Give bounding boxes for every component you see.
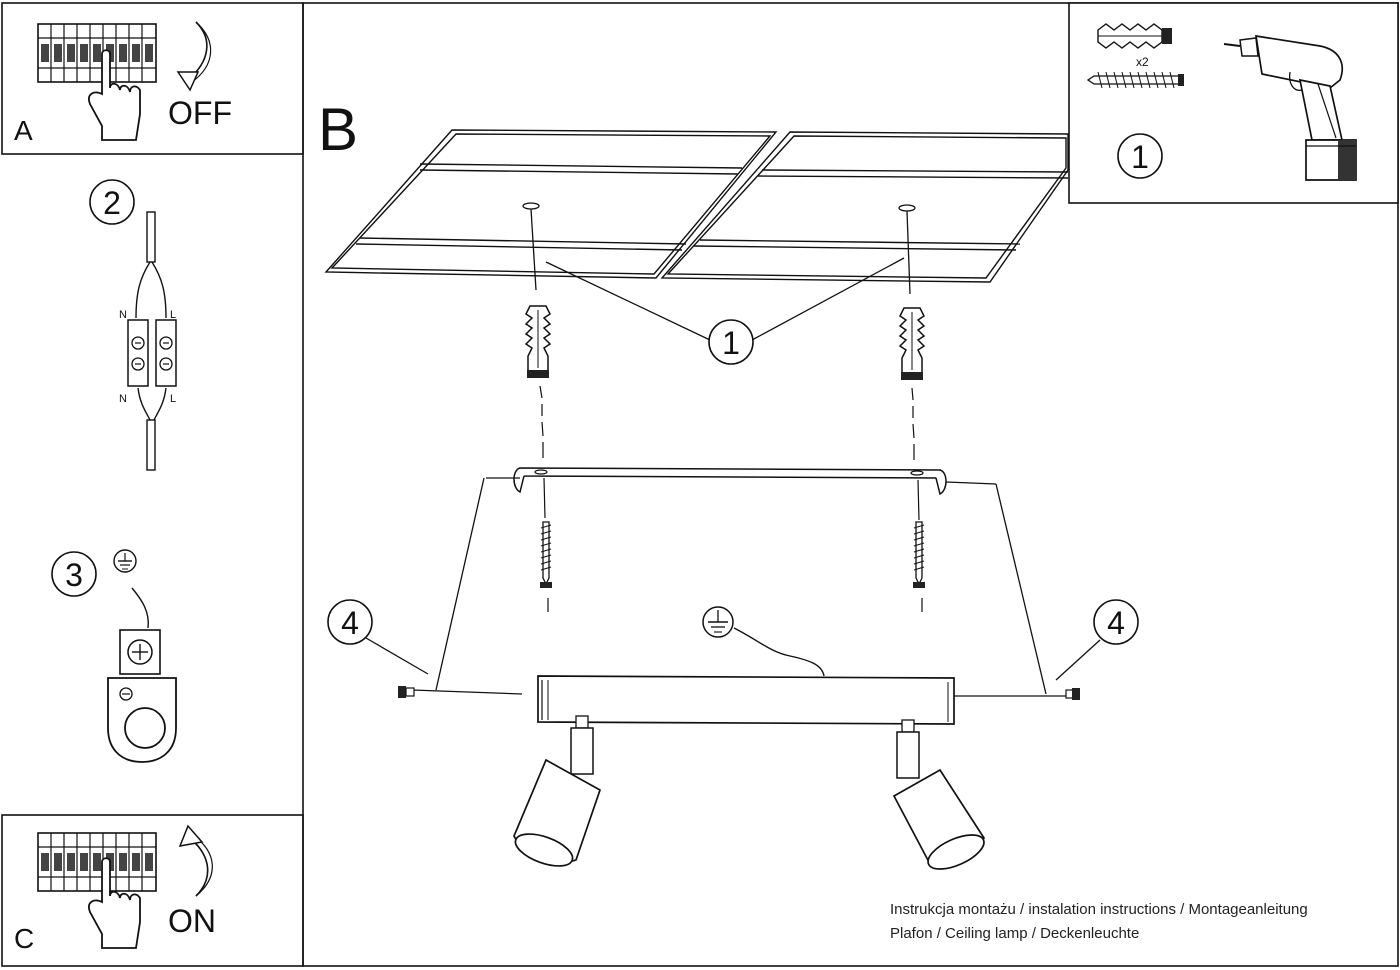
spotlight-right: [892, 719, 985, 870]
caption-line-2: Plafon / Ceiling lamp / Deckenleuchte: [890, 925, 1140, 942]
panel-a-letter: A: [14, 115, 33, 146]
callout-1-number: 1: [722, 325, 740, 361]
lamp-body: [537, 675, 955, 725]
step-3-number: 3: [65, 557, 83, 593]
kit-panel: x2 1: [1068, 2, 1399, 204]
wall-plug-icon: [1097, 23, 1172, 49]
main-assembly-area: B 1: [302, 2, 1399, 967]
live-label-bottom: L: [170, 393, 176, 405]
screw-icon: [1086, 71, 1184, 89]
ground-symbol-icon: [702, 606, 734, 638]
side-screw-left: [398, 686, 415, 698]
kit-step-1-number: 1: [1131, 139, 1149, 175]
side-screw-right: [1065, 688, 1080, 700]
callout-4-right-number: 4: [1107, 605, 1125, 641]
screw-right: [912, 521, 926, 589]
wall-plug-right: [899, 307, 925, 381]
arrow-up-icon: [191, 839, 209, 897]
spotlight-left: [513, 715, 602, 867]
screw-left: [539, 521, 553, 589]
callout-step-1: 1: [545, 257, 905, 365]
callout-4-left-number: 4: [341, 605, 359, 641]
quantity-label: x2: [1136, 55, 1149, 69]
neutral-label-top: N: [119, 309, 127, 321]
step-3-ground-connection: 3: [51, 549, 177, 763]
drill-hole-right: [898, 204, 916, 212]
callout-step-4-left: 4: [327, 599, 429, 675]
panel-c-letter: C: [14, 923, 34, 954]
mounting-bracket: [513, 467, 947, 496]
ceiling-panels: [324, 129, 1069, 283]
breaker-box-icon: [37, 23, 157, 83]
caption-line-1: Instrukcja montażu / instalation instruc…: [890, 901, 1308, 918]
breaker-box-icon: [37, 832, 157, 892]
on-label: ON: [168, 903, 216, 939]
off-label: OFF: [168, 95, 232, 131]
ground-symbol-icon: [113, 549, 137, 573]
panel-c-power-on: ON C: [1, 814, 304, 967]
wall-plug-left: [525, 305, 551, 379]
drill-hole-left: [522, 202, 540, 210]
step-2-wiring: 2 N L N L: [89, 179, 177, 471]
drill-icon: [1223, 34, 1357, 181]
live-label-top: L: [170, 309, 176, 321]
panel-a-power-off: OFF A: [1, 2, 304, 155]
panel-b-letter: B: [318, 96, 358, 163]
callout-step-4-right: 4: [1055, 599, 1139, 681]
ground-terminal-icon: [107, 629, 177, 763]
terminal-block-icon: [127, 319, 177, 387]
neutral-label-bottom: N: [119, 393, 127, 405]
step-2-number: 2: [103, 185, 121, 221]
